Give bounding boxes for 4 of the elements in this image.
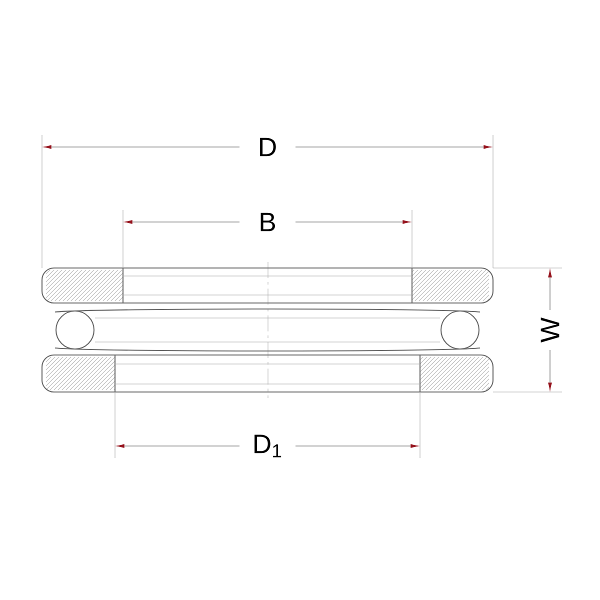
dimension-label: W xyxy=(540,318,560,342)
dimension-label: D xyxy=(260,138,276,156)
dimension-label: B xyxy=(260,212,275,232)
dimension-label: D$_{1}$ xyxy=(254,434,282,458)
